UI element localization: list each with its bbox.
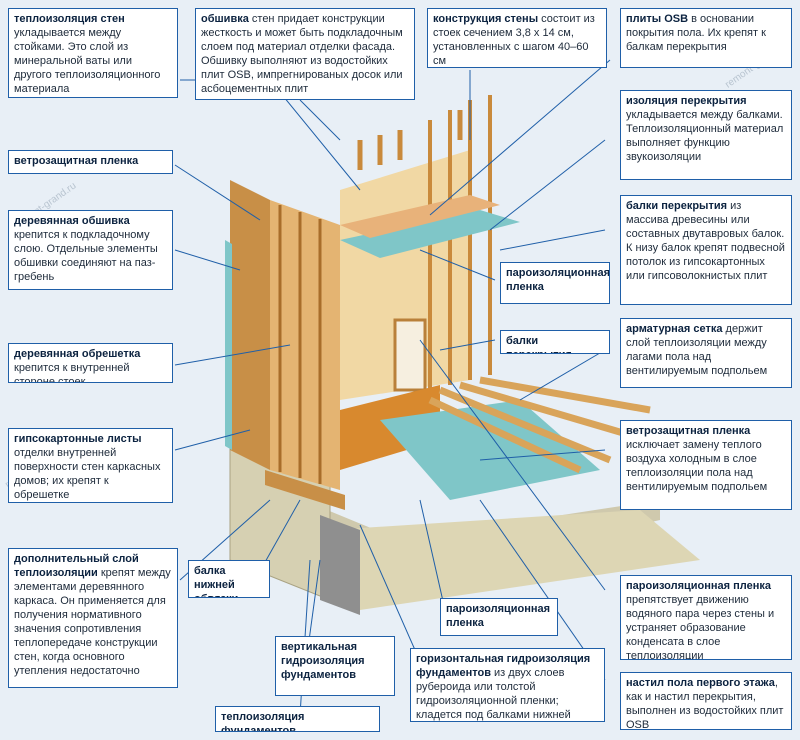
callout-title: конструкция стены xyxy=(433,13,539,25)
upper-beams xyxy=(357,110,463,170)
callout-title: балки перекрытия xyxy=(626,200,728,212)
callout-first-floor: настил пола первого этажа, как и настил … xyxy=(620,672,792,730)
window-opening xyxy=(393,318,427,392)
callout-title: деревянная обшивка xyxy=(14,215,130,227)
callout-sheathing: обшивка стен придает конструкции жесткос… xyxy=(195,8,415,100)
callout-text: исключает замену теплого воздуха холодны… xyxy=(626,439,768,493)
callout-text: укладывается между стойками. Это слой из… xyxy=(14,27,161,95)
callout-title: теплоизоляция фундаментов xyxy=(221,711,305,732)
callout-text: крепится к внутренней стороне стоек xyxy=(14,362,130,383)
callout-title: балка нижней обвязки xyxy=(194,565,238,597)
callout-title: пароизоляционная пленка xyxy=(626,580,772,592)
callout-batten: деревянная обрешетка крепится к внутренн… xyxy=(8,343,173,383)
callout-title: вертикальная гидроизоляция фундаментов xyxy=(281,641,365,681)
callout-horizontal-waterproofing: горизонтальная гидроизоляция фундаментов… xyxy=(410,648,605,722)
outer-wall-left xyxy=(230,180,270,470)
callout-title: пароизоляционная пленка xyxy=(506,267,610,293)
callout-text: укладывается между балками. Теплоизоляци… xyxy=(626,109,784,163)
callout-title: балки перекрытия xyxy=(506,335,572,353)
callout-extra-insulation: дополнительный слой теплоизоляции крепят… xyxy=(8,548,178,688)
callout-title: ветрозащитная пленка xyxy=(626,425,751,437)
callout-text: стен придает конструкции жесткость и мож… xyxy=(201,13,403,95)
wall-studs xyxy=(278,205,322,484)
ground-floor-insulation xyxy=(380,400,600,500)
bottom-beam xyxy=(265,470,345,510)
callout-text: из массива древесины или составных двута… xyxy=(626,200,785,282)
callout-rebar-mesh: арматурная сетка держит слой теплоизоляц… xyxy=(620,318,792,388)
callout-title: горизонтальная гидроизоляция фундаментов xyxy=(416,653,591,679)
callout-windproof-film: ветрозащитная пленка xyxy=(8,150,173,174)
floor-joists xyxy=(428,376,651,474)
callout-wood-cladding: деревянная обшивка крепится к подкладочн… xyxy=(8,210,173,290)
callout-vapor-barrier-lower: пароизоляционная пленка xyxy=(440,598,558,636)
ground-plate xyxy=(330,510,700,610)
upper-floor-insulation xyxy=(340,210,520,258)
callout-vapor-barrier-description: пароизоляционная пленка препятствует дви… xyxy=(620,575,792,660)
callout-title: изоляция перекрытия xyxy=(626,95,747,107)
callout-wall-insulation: теплоизоляция стен укладывается между ст… xyxy=(8,8,178,98)
callout-title: арматурная сетка xyxy=(626,323,723,335)
callout-title: деревянная обрешетка xyxy=(14,348,141,360)
windproof-layer-left xyxy=(225,240,232,450)
callout-floor-isolation: изоляция перекрытия укладывается между б… xyxy=(620,90,792,180)
callout-foundation-insulation: теплоизоляция фундаментов xyxy=(215,706,380,732)
right-wall-studs xyxy=(428,95,492,390)
callout-text: отделки внутренней поверхности стен карк… xyxy=(14,447,161,501)
callout-text: держит слой теплоизоляции между лагами п… xyxy=(626,323,768,377)
callout-text: из двух слоев рубероида или толстой гидр… xyxy=(416,667,571,721)
callout-text: крепится к подкладочному слою. Отдельные… xyxy=(14,229,158,283)
callout-wall-structure: конструкция стены состоит из стоек сечен… xyxy=(427,8,607,68)
front-wall xyxy=(270,200,340,490)
upper-floor-osb xyxy=(340,195,500,238)
callout-text: , как и настил перекрытия, выполнен из в… xyxy=(626,677,784,730)
callout-vertical-waterproofing: вертикальная гидроизоляция фундаментов xyxy=(275,636,395,696)
callout-title: настил пола первого этажа xyxy=(626,677,775,689)
callout-windproof-film-floor: ветрозащитная пленка исключает замену те… xyxy=(620,420,792,510)
callout-text: крепят между элементами деревянного карк… xyxy=(14,567,171,677)
callout-text: в основании покрытия пола. Их крепят к б… xyxy=(626,13,766,53)
callout-title: плиты OSB xyxy=(626,13,689,25)
callout-drywall: гипсокартонные листы отделки внутренней … xyxy=(8,428,173,503)
callout-title: пароизоляционная пленка xyxy=(446,603,551,629)
callout-floor-beams-description: балки перекрытия из массива древесины ил… xyxy=(620,195,792,305)
callout-text: препятствует движению водяного пара чере… xyxy=(626,594,775,660)
callout-title: ветрозащитная пленка xyxy=(14,155,139,167)
callout-text: состоит из стоек сечением 3,8 х 14 см, у… xyxy=(433,13,595,67)
callout-title: гипсокартонные листы xyxy=(14,433,142,445)
callout-title: теплоизоляция стен xyxy=(14,13,125,25)
callout-vapor-barrier-upper: пароизоляционная пленка xyxy=(500,262,610,304)
callout-floor-beams: балки перекрытия xyxy=(500,330,610,354)
callout-title: обшивка xyxy=(201,13,249,25)
callout-osb-plates: плиты OSB в основании покрытия пола. Их … xyxy=(620,8,792,68)
callout-bottom-beam: балка нижней обвязки xyxy=(188,560,270,598)
callout-title: дополнительный слой теплоизоляции xyxy=(14,553,139,579)
foundation-insulation-block xyxy=(320,515,360,615)
